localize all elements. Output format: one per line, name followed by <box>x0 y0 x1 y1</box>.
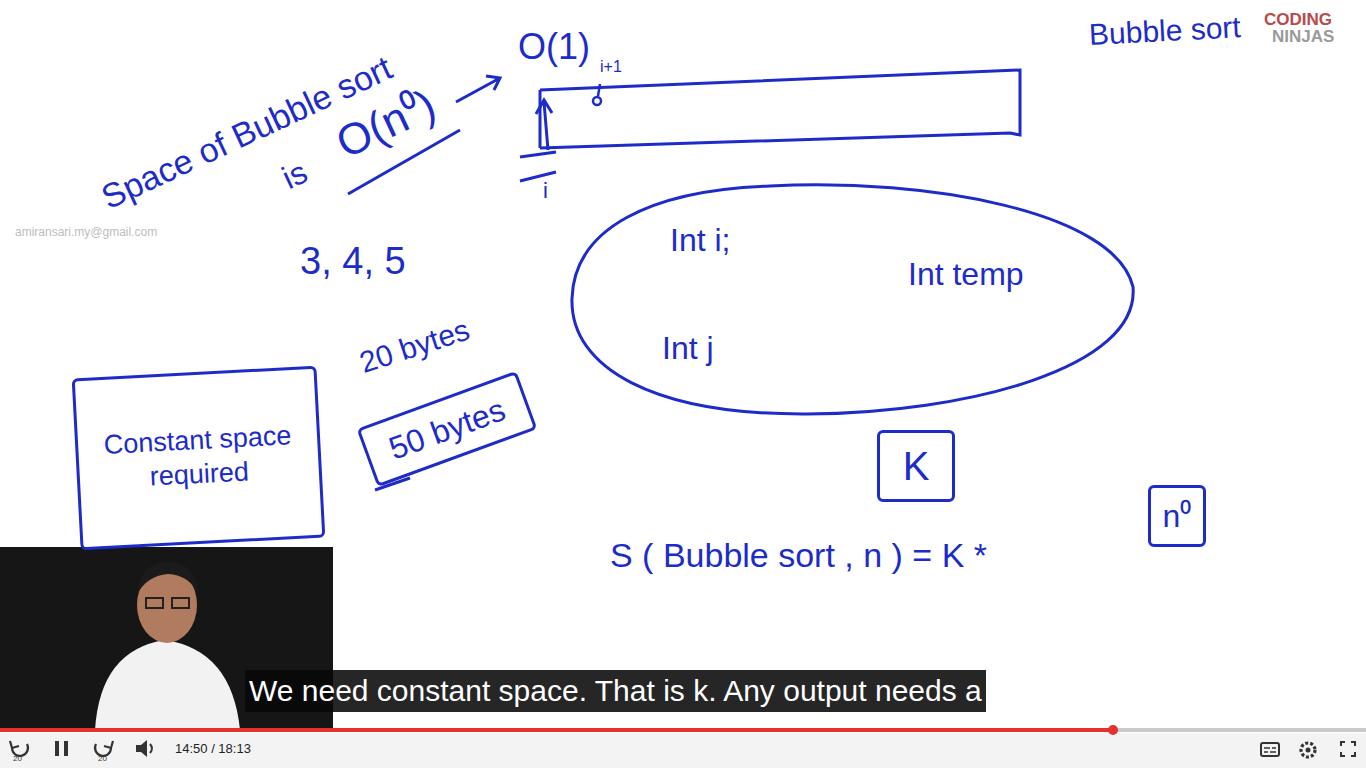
concept-box: Constant space required <box>72 366 326 551</box>
pause-icon <box>55 741 59 756</box>
volume-wave <box>150 744 152 753</box>
pointer-dot <box>593 97 601 105</box>
skip-seconds: 20 <box>98 754 107 763</box>
index-label: i <box>543 178 548 203</box>
size-box: 50 bytes <box>357 371 538 487</box>
node-text: Constant space required <box>87 419 309 498</box>
size-note: 20 bytes <box>355 313 474 381</box>
settings-icon <box>1301 743 1315 757</box>
index-label: i+1 <box>600 58 622 76</box>
node-text: Int j <box>662 328 714 368</box>
hash-marks <box>520 152 556 181</box>
node-text: n⁰ <box>1163 496 1192 536</box>
progress-played <box>0 728 1113 732</box>
pointer-tick <box>598 84 600 96</box>
array-outline <box>540 70 1020 148</box>
node-text: Int i; <box>670 220 730 260</box>
captions-lines <box>1264 748 1276 752</box>
watermark: amiransari.my@gmail.com <box>15 226 157 240</box>
pointer-arrow <box>536 100 552 150</box>
node-text: K <box>903 441 930 491</box>
variables-blob: Int i; Int tempInt j <box>570 182 1135 415</box>
power-box: n⁰ <box>1148 485 1206 547</box>
watermark: NINJAS <box>1272 27 1334 47</box>
pause-icon <box>64 741 68 756</box>
settings-hub <box>1306 748 1311 753</box>
implies-arrow <box>456 76 500 102</box>
progress-knob <box>1108 725 1118 735</box>
blob-outline <box>570 182 1135 415</box>
node-text: 50 bytes <box>383 390 510 469</box>
watermark: CODING <box>1264 10 1332 30</box>
fullscreen-icon <box>1341 742 1355 756</box>
node-text: Int temp <box>908 254 1024 294</box>
blob-path <box>572 185 1133 414</box>
complexity-note: O(1) <box>518 26 590 67</box>
array-left-edge <box>539 90 542 148</box>
topic-title: Bubble sort <box>1088 10 1241 52</box>
progress-track <box>0 728 1366 732</box>
rewind-icon <box>10 741 28 756</box>
scribble <box>375 478 410 490</box>
note-word: is <box>276 154 312 197</box>
subtitle: We need constant space. That is k. Any o… <box>245 670 986 712</box>
example-values: 3, 4, 5 <box>300 240 406 284</box>
volume-icon <box>136 740 147 757</box>
presenter-shirt <box>95 640 240 730</box>
constant-box: K <box>877 430 955 502</box>
time-display: 14:50 / 18:13 <box>175 742 251 757</box>
captions-icon <box>1261 743 1279 756</box>
formula: S ( Bubble sort , n ) = K * <box>610 536 987 575</box>
skip-seconds: 20 <box>13 754 22 763</box>
glasses <box>146 598 163 608</box>
control-bar <box>0 733 1366 768</box>
forward-icon <box>95 741 113 756</box>
presenter-hair <box>137 562 198 595</box>
glasses <box>172 598 189 608</box>
